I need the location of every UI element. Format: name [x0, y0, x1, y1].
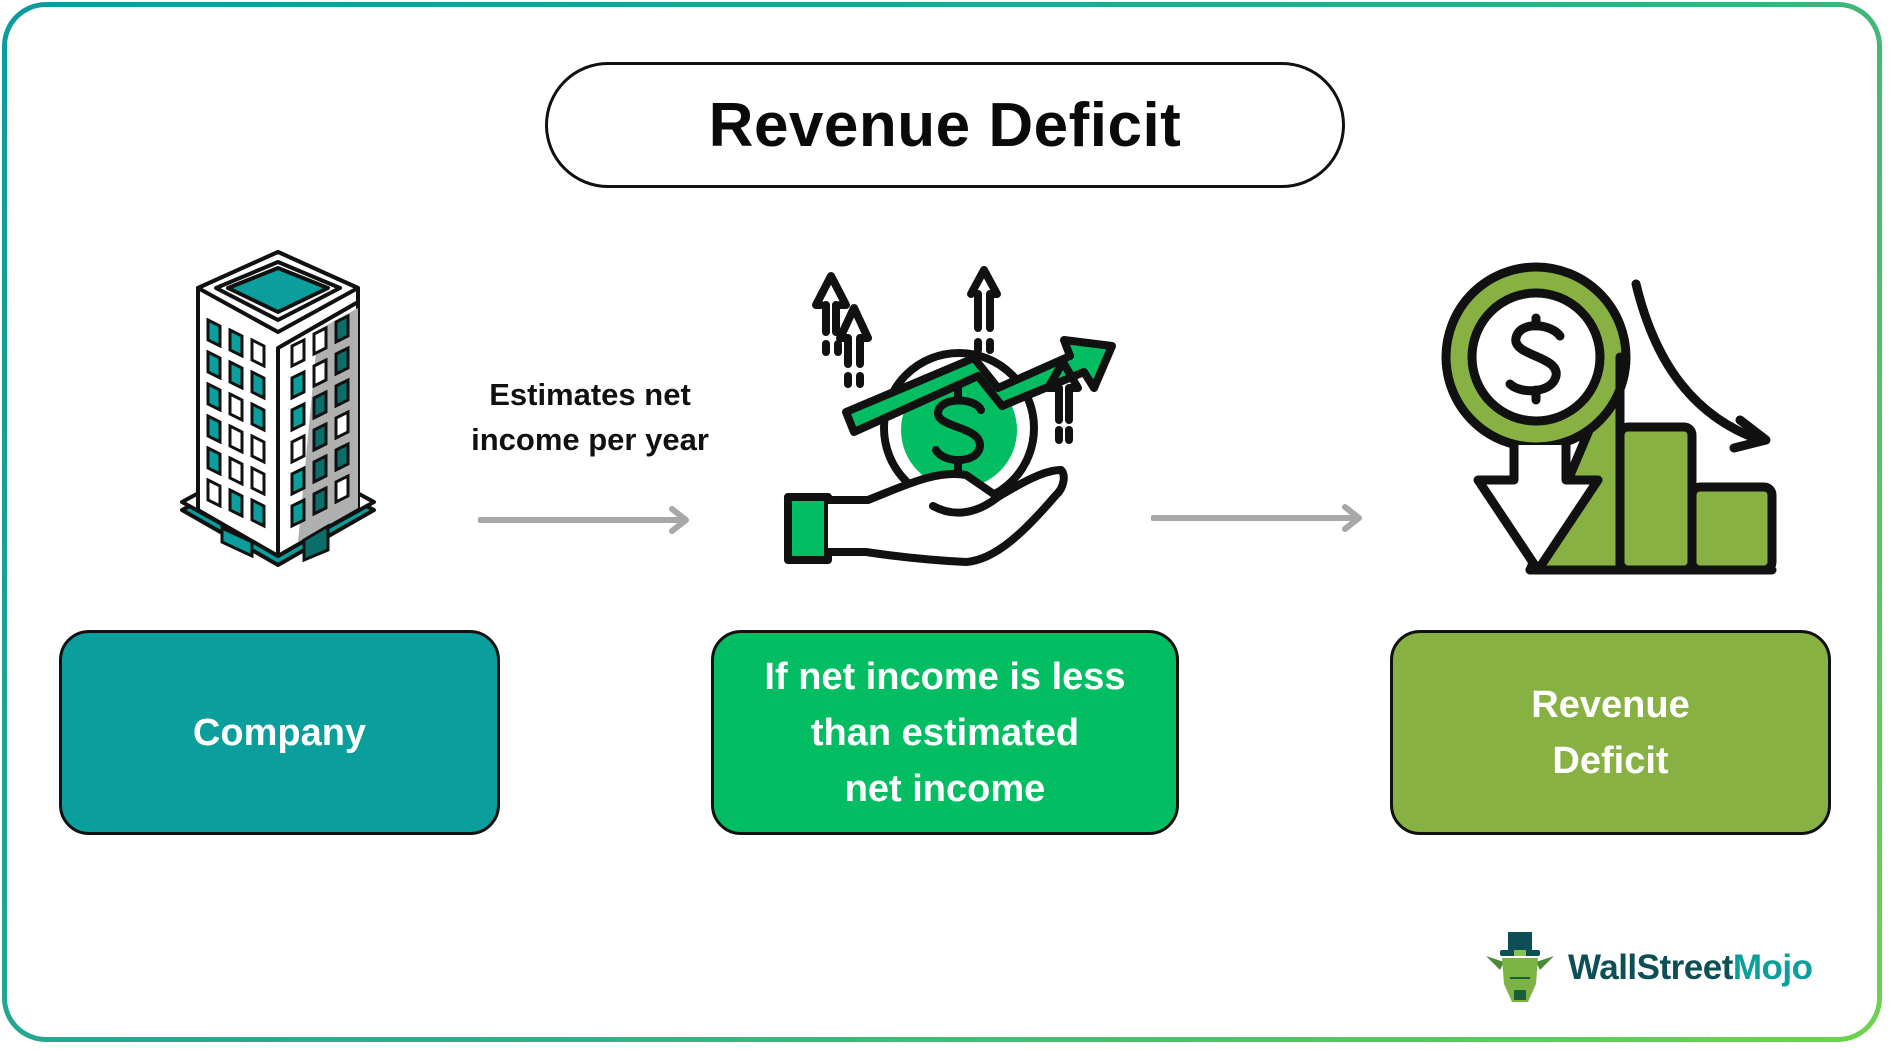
- step-company-box: Company: [59, 630, 500, 835]
- bull-with-top-hat-icon: [1486, 932, 1554, 1002]
- connector-label: Estimates net income per year: [471, 377, 709, 457]
- office-building-icon: [180, 250, 376, 567]
- step-company-label: Company: [192, 711, 367, 754]
- step-condition-label: If net income is less than estimated net…: [764, 655, 1126, 810]
- step-deficit-label: Revenue Deficit: [1531, 683, 1690, 782]
- step-deficit-box: Revenue Deficit: [1390, 630, 1831, 835]
- page-title: Revenue Deficit: [708, 90, 1182, 160]
- wallstreetmojo-logo: WallStreetMojo: [1480, 930, 1813, 1006]
- step-condition-box: If net income is less than estimated net…: [711, 630, 1179, 835]
- title-pill: Revenue Deficit: [545, 62, 1345, 188]
- hand-holding-dollar-growth-icon: [784, 266, 1116, 566]
- dollar-down-chart-icon: [1441, 262, 1777, 575]
- flow-arrow-1: [478, 506, 689, 534]
- flow-arrow-2: [1151, 504, 1362, 532]
- logo-wordmark: WallStreetMojo: [1568, 948, 1813, 987]
